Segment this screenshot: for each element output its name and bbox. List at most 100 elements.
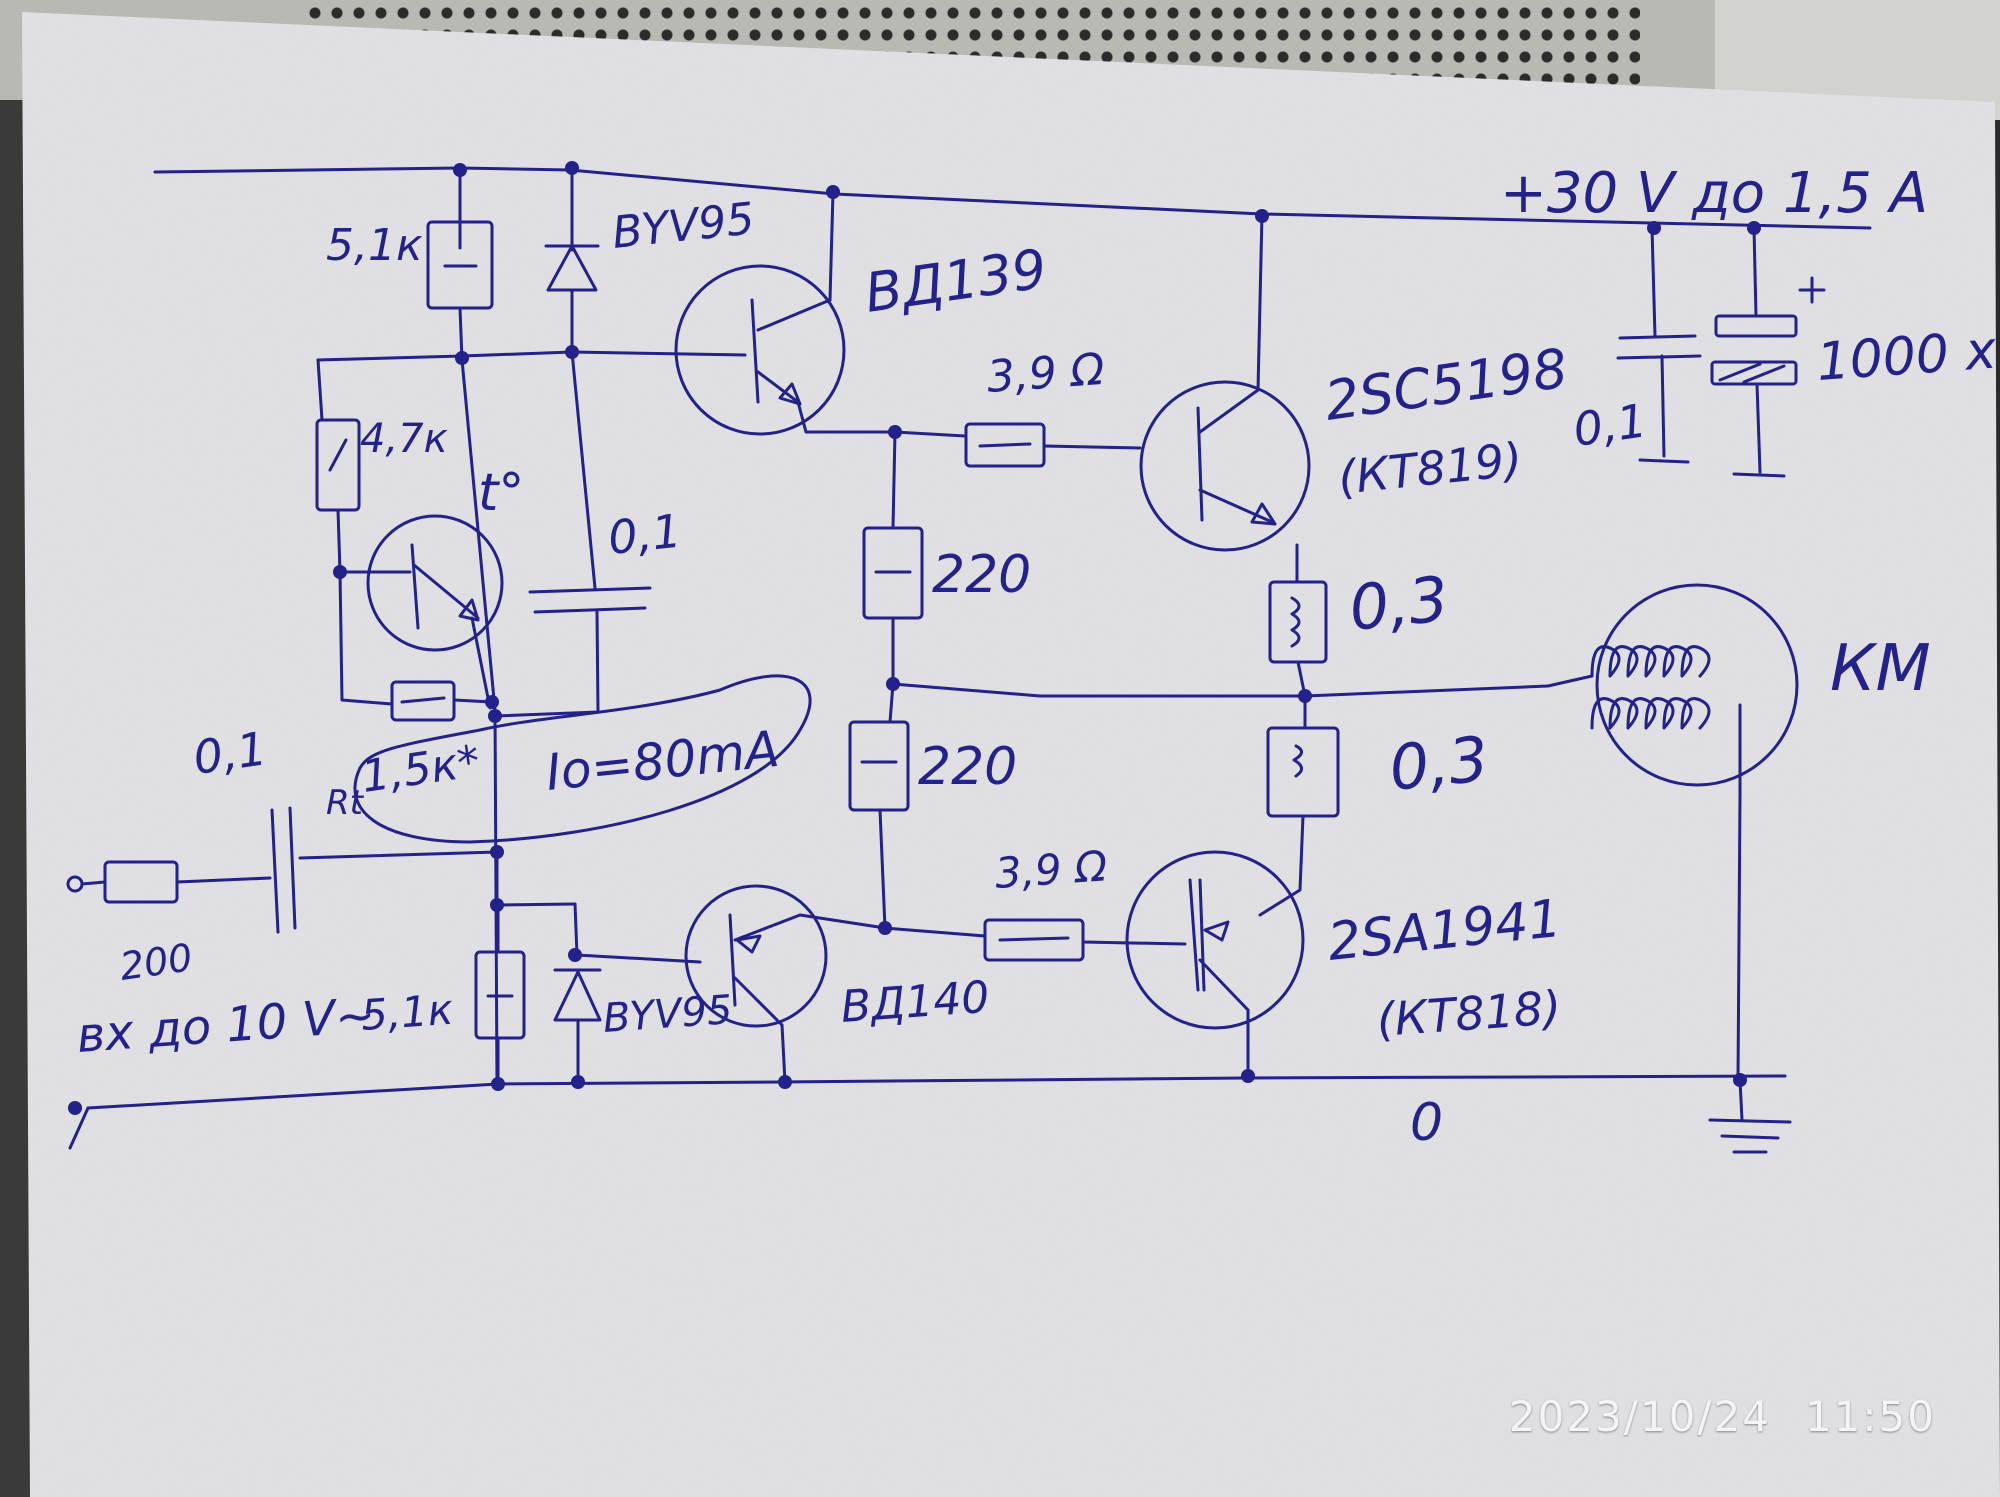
idle-current-loop <box>353 674 812 844</box>
base-top-wire <box>1042 444 1142 450</box>
rt-label: Rt <box>326 783 365 823</box>
output-top-transistor <box>1139 380 1311 552</box>
junction-dot <box>878 921 892 935</box>
bias-transistor-collector <box>412 563 480 620</box>
supply-cap-wire <box>1660 354 1666 458</box>
supply-cap-wire <box>1755 382 1762 474</box>
resistor-15k-mark <box>400 696 446 704</box>
label-r-base-bottom: 3,9 Ω <box>993 841 1108 898</box>
driver-bottom-base <box>728 913 737 1007</box>
bias-transistor-base <box>410 543 420 630</box>
bias-transistor-emitter-wire <box>470 616 492 710</box>
label-r-bottom-left: 5,1к <box>359 985 455 1040</box>
label-r-mid-top: 220 <box>932 545 1031 605</box>
junction-dot <box>571 1075 585 1089</box>
output-bottom-arrow <box>1203 920 1230 942</box>
output-top-arrow <box>1250 502 1277 526</box>
speaker <box>1595 583 1799 787</box>
junction-dot <box>490 845 504 859</box>
bias-node-wire <box>316 350 747 362</box>
driver-bottom-collector <box>733 976 784 1027</box>
supply-cap-small-plate1 <box>1618 334 1697 340</box>
output-bottom-collector <box>1198 958 1250 1012</box>
supply-cap-big-hatch <box>1742 364 1786 384</box>
ground-label: 0 <box>1410 1093 1443 1153</box>
supply-cap-big-plate2 <box>1710 360 1798 386</box>
resistor-base-bottom <box>983 918 1085 962</box>
ground-symbol <box>1708 1118 1792 1124</box>
label-r-base-top: 3,9 Ω <box>985 344 1106 403</box>
speaker-wire <box>1546 674 1594 688</box>
driver-top-collector-wire <box>828 190 835 302</box>
output-bottom-transistor <box>1125 850 1305 1030</box>
timestamp-date: 2023/10/24 <box>1508 1392 1771 1441</box>
supply-rail-wire <box>153 166 1872 230</box>
supply-cap-big-hatch <box>1718 362 1762 382</box>
supply-cap-big-ground <box>1732 472 1786 478</box>
resistor-emit-bottom-mark <box>1292 744 1303 778</box>
diode-bottom-wire <box>573 902 579 957</box>
label-r-47k: 4,7к <box>360 416 448 462</box>
output-bottom-base <box>1188 878 1200 992</box>
label-d-bottom: BYV95 <box>601 987 733 1042</box>
junction-dot <box>485 695 499 709</box>
input-cap-plate2 <box>288 806 297 930</box>
thermal-label: t° <box>478 463 524 523</box>
junction-dot <box>568 948 582 962</box>
driver-top-transistor <box>674 264 846 436</box>
junction-dot <box>1733 1073 1747 1087</box>
junction-dot <box>491 1077 505 1091</box>
label-c-bias: 0,1 <box>606 504 684 565</box>
junction-dot <box>68 1101 82 1115</box>
output-top-emitter <box>1198 488 1274 524</box>
bias-transistor <box>366 514 504 652</box>
junction-dot <box>488 709 502 723</box>
label-r-emit-bottom: 0,3 <box>1386 722 1492 805</box>
mid-chain-wire <box>878 808 887 930</box>
label-c-supply-big: 1000 x <box>1815 320 2000 392</box>
speaker-label: КМ <box>1830 632 1931 706</box>
label-c-supply-small: 0,1 <box>1570 393 1650 457</box>
label-c-in: 0,1 <box>190 721 270 785</box>
junction-dot <box>826 185 840 199</box>
label-r-top-left: 5,1к <box>326 220 423 271</box>
bias-cap-plate1 <box>528 586 652 594</box>
label-r-emit-top: 0,3 <box>1346 562 1452 645</box>
emit-wire <box>1258 814 1305 917</box>
junction-dot <box>565 161 579 175</box>
supply-cap-small-plate2 <box>1616 354 1702 360</box>
junction-dot <box>1647 221 1661 235</box>
speaker-coil-bottom <box>1590 697 1711 730</box>
mid-chain-wire <box>891 430 897 530</box>
output-top-collector-wire <box>1256 212 1264 392</box>
timestamp-time: 11:50 <box>1804 1392 1936 1441</box>
label-q-out-bottom-alt: (КТ818) <box>1375 980 1563 1047</box>
driver-top-base <box>750 298 760 404</box>
junction-dot <box>1298 689 1312 703</box>
junction-dot <box>455 351 469 365</box>
junction-dot <box>453 163 467 177</box>
ground-symbol <box>1720 1134 1780 1140</box>
junction-dot <box>1747 221 1761 235</box>
supply-cap-big-plate1 <box>1714 314 1798 338</box>
junction-dot <box>1241 1069 1255 1083</box>
supply-cap-wire <box>1650 226 1657 338</box>
bias-left-wire <box>316 358 324 422</box>
junction-dot <box>888 425 902 439</box>
driver-bottom-transistor <box>684 884 828 1028</box>
junction-dot <box>778 1075 792 1089</box>
resistor-base-top-mark <box>978 442 1032 448</box>
driver-top-emitter <box>756 370 800 404</box>
driver-top-arrow <box>778 382 802 406</box>
bias-cap-plate2 <box>533 606 647 614</box>
driver-top-emitter-wire <box>796 400 967 438</box>
output-bottom-base2 <box>1198 878 1206 992</box>
speaker-wire <box>1736 703 1742 1082</box>
junction-dot <box>886 677 900 691</box>
input-wire <box>298 850 499 860</box>
base-bottom-wire <box>1081 940 1187 946</box>
output-top-base <box>1196 406 1204 522</box>
bias-left-wire <box>336 508 394 706</box>
paper-grain <box>22 12 2000 1497</box>
